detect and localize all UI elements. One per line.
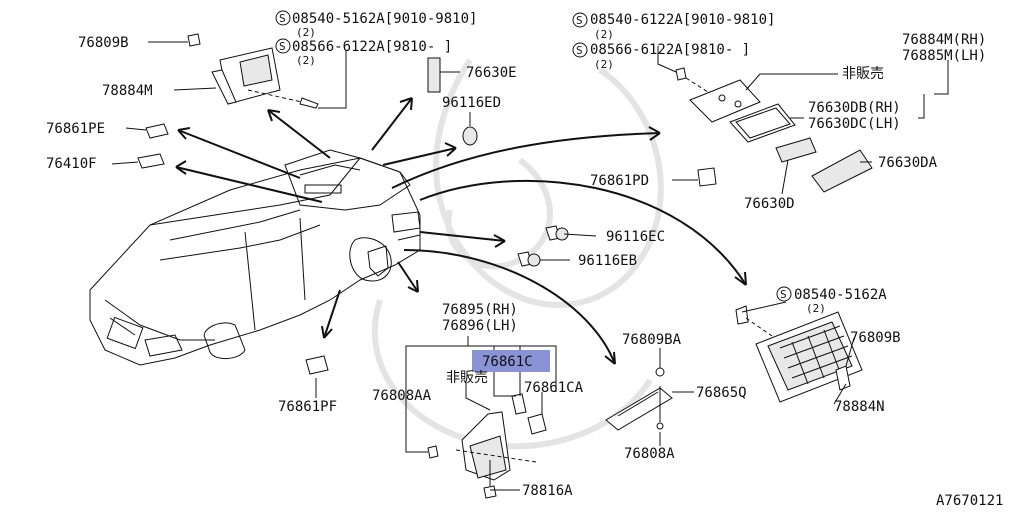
label-screw4-qty: (2) [594,58,614,71]
label-76630DA[interactable]: 76630DA [878,155,938,171]
label-76808A[interactable]: 76808A [624,446,675,462]
label-76884M-RH[interactable]: 76884M(RH) [902,32,986,48]
s-symbol-icon [275,38,291,54]
s-symbol-icon [776,286,792,302]
label-76861PD[interactable]: 76861PD [590,173,649,189]
label-76861PF[interactable]: 76861PF [278,399,337,415]
label-76809B-top[interactable]: 76809B [78,35,129,51]
label-76861CA[interactable]: 76861CA [524,380,584,396]
label-screw1-qty: (2) [296,26,316,39]
label-screw5-code[interactable]: 08540-5162A [794,287,887,303]
arrows [175,97,747,365]
label-76630DB-RH[interactable]: 76630DB(RH) [808,100,901,116]
label-96116EC[interactable]: 96116EC [606,229,665,245]
label-96116ED[interactable]: 96116ED [442,95,501,111]
label-not-for-sale-2: 非販売 [446,370,488,386]
label-76808AA[interactable]: 76808AA [372,388,432,404]
label-screw2-code[interactable]: 08566-6122A[9810- ] [292,39,452,55]
car-illustration [89,149,421,366]
label-76896-LH[interactable]: 76896(LH) [442,318,518,334]
diagram-id: A7670121 [936,493,1003,509]
label-76861C[interactable]: 76861C [482,354,533,370]
label-screw2-qty: (2) [296,54,316,67]
part-labels: 76809B 78884M 76861PE 76410F 08540-5162A… [46,11,1003,509]
s-symbol-letter: S [780,288,787,301]
s-symbol-letter: S [576,44,583,57]
label-76630DC-LH[interactable]: 76630DC(LH) [808,116,901,132]
label-78816A[interactable]: 78816A [522,483,573,499]
s-symbol-letter: S [279,12,286,25]
label-76630E[interactable]: 76630E [466,65,517,81]
label-78884M[interactable]: 78884M [102,83,153,99]
label-screw3-code[interactable]: 08540-6122A[9010-9810] [590,12,775,28]
label-76809B-right[interactable]: 76809B [850,330,901,346]
s-symbol-icon [572,12,588,28]
label-screw4-code[interactable]: 08566-6122A[9810- ] [590,42,750,58]
leader-lines [111,41,949,491]
label-76410F[interactable]: 76410F [46,156,97,172]
label-76865Q[interactable]: 76865Q [696,385,747,401]
label-76895-RH[interactable]: 76895(RH) [442,302,518,318]
label-76630D[interactable]: 76630D [744,196,795,212]
part-shapes [137,33,873,499]
label-76861PE[interactable]: 76861PE [46,121,105,137]
s-symbol-icon [275,10,291,26]
s-symbol-letter: S [279,40,286,53]
label-96116EB[interactable]: 96116EB [578,253,637,269]
label-screw1-code[interactable]: 08540-5162A[9010-9810] [292,11,477,27]
label-76809BA[interactable]: 76809BA [622,332,682,348]
label-not-for-sale-1: 非販売 [842,66,884,82]
label-76885M-LH[interactable]: 76885M(LH) [902,48,986,64]
label-screw5-qty: (2) [806,302,826,315]
s-symbol-letter: S [576,14,583,27]
s-symbol-icon [572,42,588,58]
standard-part-symbols: S S S S S [275,10,792,302]
highlight-box [472,350,550,372]
label-78884N[interactable]: 78884N [834,399,885,415]
label-screw3-qty: (2) [594,28,614,41]
